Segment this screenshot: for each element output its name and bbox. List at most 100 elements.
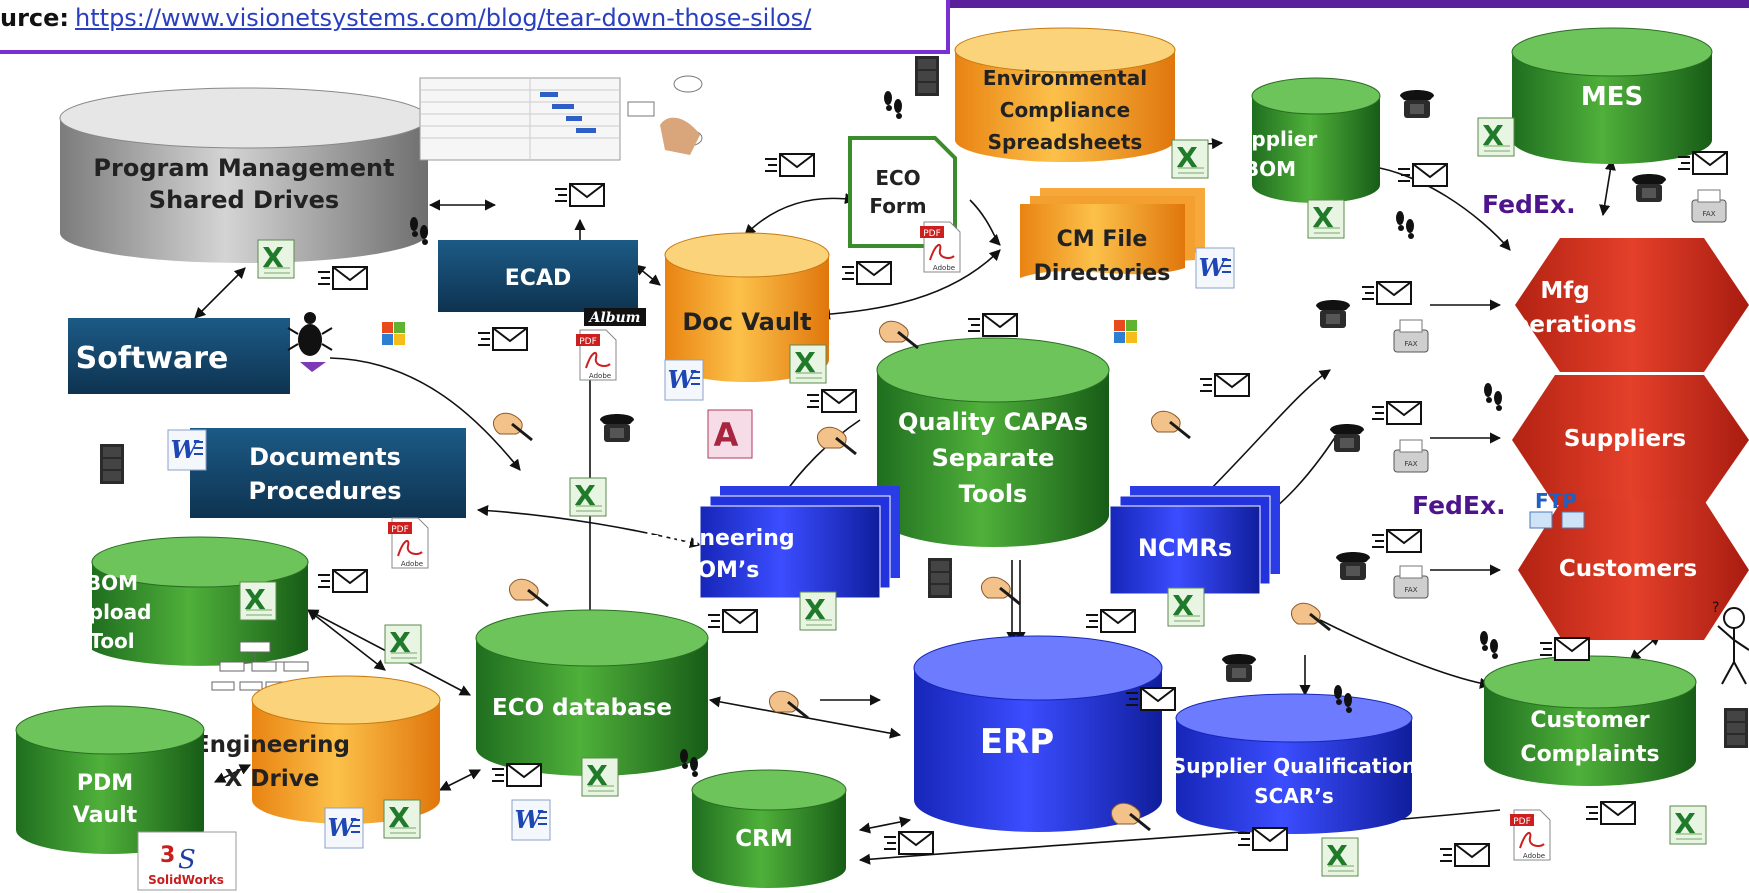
email-icon <box>317 266 368 290</box>
quality-line2: Separate <box>932 444 1055 472</box>
source-link[interactable]: https://www.visionetsystems.com/blog/tea… <box>75 4 812 32</box>
hand-pen-icon <box>1149 409 1192 440</box>
fax-icon <box>1691 189 1727 223</box>
doc-vault-label: Doc Vault <box>682 308 811 336</box>
email-icon <box>841 261 892 285</box>
cc-line1: Customer <box>1530 708 1649 733</box>
sq-line2: SCAR’s <box>1254 784 1333 808</box>
phone-icon <box>1222 654 1256 682</box>
customers-label: Customers <box>1559 556 1697 582</box>
fax-icon <box>1393 565 1429 599</box>
quality-line3: Tools <box>959 480 1028 508</box>
word-icon <box>511 799 551 841</box>
arrow-software-pm <box>194 267 246 319</box>
bug-icon <box>287 312 333 372</box>
svg-text:3: 3 <box>160 843 175 868</box>
env-line2: Compliance <box>1000 98 1130 122</box>
footprints-icon <box>884 91 902 119</box>
eng-bom-line2: BOM’s <box>681 558 760 583</box>
email-icon <box>1361 281 1412 305</box>
top-accent-bar <box>950 0 1749 8</box>
email-icon <box>883 831 934 855</box>
ncmrs-label: NCMRs <box>1138 534 1232 562</box>
source-label: urce: <box>0 4 70 32</box>
ecad-label: ECAD <box>505 266 571 291</box>
word-icon <box>167 429 207 471</box>
program-mgmt-line1: Program Management <box>93 154 394 182</box>
excel-icon <box>384 624 422 664</box>
cc-line2: Complaints <box>1520 742 1659 767</box>
excel-icon <box>1477 117 1515 157</box>
email-icon <box>806 389 857 413</box>
hand-pen-icon <box>507 577 550 608</box>
bom-upload-line1: BOM <box>86 571 138 595</box>
email-icon <box>554 183 605 207</box>
excel-icon <box>1167 587 1205 627</box>
fax-icon <box>1393 319 1429 353</box>
excel-icon <box>799 591 837 631</box>
arrow-engx-ecodb <box>438 769 482 791</box>
gantt-thumbnail <box>419 75 703 161</box>
confused-person-icon: ? <box>1712 600 1749 685</box>
engx-line1: Engineering <box>194 732 350 758</box>
node-engineering-x: Engineering X Drive <box>194 675 441 824</box>
phone-icon <box>1400 90 1434 118</box>
node-crm: CRM <box>691 769 847 888</box>
email-icon <box>1085 609 1136 633</box>
phone-icon <box>1316 300 1350 328</box>
email-icon <box>707 609 758 633</box>
svg-text:Album: Album <box>588 310 641 326</box>
pdf-icon <box>1509 809 1551 861</box>
eco-form-line2: Form <box>869 194 926 218</box>
mes-label: MES <box>1581 82 1643 112</box>
node-doc-vault: Doc Vault <box>664 232 830 382</box>
arrow-ecad-docvault <box>634 264 661 286</box>
svg-text:FTP: FTP <box>1535 489 1577 513</box>
crm-label: CRM <box>735 826 792 852</box>
svg-text:?: ? <box>1712 600 1719 616</box>
mfg-line2: Operations <box>1493 312 1636 338</box>
word-icon <box>324 807 364 849</box>
excel-icon <box>1307 199 1345 239</box>
ftp-icon: FTP <box>1529 489 1585 529</box>
engx-line2: X Drive <box>225 766 320 792</box>
email-icon <box>764 153 815 177</box>
arrow-docvault-ecoform <box>744 193 857 236</box>
cm-line2: Directories <box>1034 261 1171 286</box>
bom-upload-line3: Tool <box>89 629 134 653</box>
env-line3: Spreadsheets <box>988 130 1143 154</box>
excel-icon <box>569 477 607 517</box>
excel-icon <box>257 239 295 279</box>
pdm-line1: PDM <box>77 771 133 796</box>
arrow-bom-engx <box>307 609 386 671</box>
solidworks-logo: 3 S SolidWorks <box>137 831 237 891</box>
arrow-docvault-cm <box>818 249 1001 320</box>
bom-upload-line2: Upload <box>73 600 152 624</box>
node-mes: MES <box>1511 27 1713 164</box>
pdf-icon <box>387 517 429 569</box>
phone-icon <box>1632 174 1666 202</box>
email-icon <box>491 763 542 787</box>
word-icon <box>664 359 704 401</box>
excel-icon <box>789 344 827 384</box>
svg-text:SolidWorks: SolidWorks <box>148 873 224 887</box>
footprints-icon <box>1480 631 1498 659</box>
eco-form-line1: ECO <box>875 166 920 190</box>
excel-icon <box>239 581 277 621</box>
fax-icon <box>1393 439 1429 473</box>
node-software: Software <box>68 318 290 394</box>
erp-label: ERP <box>980 722 1054 762</box>
